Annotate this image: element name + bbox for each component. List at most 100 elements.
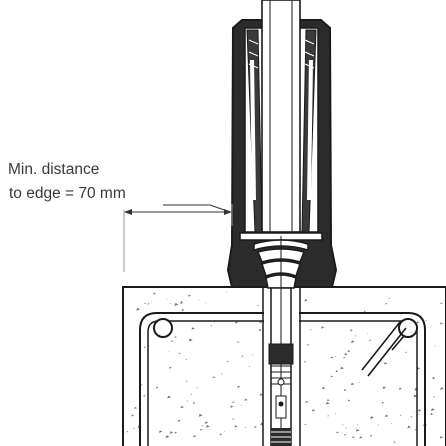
aggregate-speck	[385, 302, 388, 305]
aggregate-speck	[258, 328, 262, 332]
aggregate-speck	[382, 386, 387, 390]
aggregate-speck	[144, 302, 147, 305]
aggregate-speck	[205, 302, 207, 304]
aggregate-speck	[413, 412, 415, 413]
aggregate-speck	[355, 427, 357, 429]
aggregate-speck	[174, 336, 177, 338]
aggregate-speck	[416, 321, 420, 324]
aggregate-speck	[220, 373, 223, 375]
aggregate-speck	[336, 431, 339, 434]
aggregate-speck	[167, 395, 172, 399]
aggregate-speck	[219, 433, 223, 436]
aggregate-speck	[174, 302, 179, 306]
aggregate-speck	[235, 321, 239, 324]
aggregate-speck	[305, 400, 309, 403]
dimension-lines	[123, 204, 233, 272]
rebar-bar-right	[398, 318, 418, 338]
aggregate-speck	[383, 361, 388, 365]
aggregate-speck	[165, 435, 170, 439]
aggregate-speck	[134, 406, 138, 409]
aggregate-speck	[190, 393, 193, 395]
aggregate-speck	[192, 401, 196, 404]
aggregate-speck	[432, 376, 436, 380]
aggregate-speck	[310, 329, 312, 331]
aggregate-speck	[170, 340, 174, 342]
aggregate-speck	[326, 399, 330, 402]
aggregate-speck	[201, 425, 204, 427]
aggregate-speck	[168, 351, 170, 353]
aggregate-speck	[198, 299, 200, 301]
aggregate-speck	[418, 413, 420, 415]
aggregate-speck	[237, 341, 240, 343]
aggregate-speck	[198, 413, 203, 417]
aggregate-speck	[180, 300, 184, 304]
aggregate-speck	[180, 405, 185, 409]
aggregate-speck	[439, 436, 444, 439]
aggregate-speck	[330, 356, 334, 359]
aggregate-speck	[414, 429, 417, 431]
aggregate-speck	[169, 431, 174, 434]
aggregate-speck	[232, 401, 235, 403]
aggregate-speck	[440, 322, 444, 325]
aggregate-speck	[191, 327, 195, 330]
aggregate-speck	[433, 396, 436, 398]
aggregate-speck	[393, 441, 396, 443]
aggregate-speck	[244, 426, 247, 428]
aggregate-speck	[210, 324, 213, 327]
aggregate-speck	[143, 394, 146, 397]
aggregate-speck	[241, 405, 243, 406]
aggregate-speck	[345, 427, 348, 429]
aggregate-speck	[257, 304, 259, 307]
aggregate-speck	[363, 310, 366, 312]
aggregate-speck	[434, 345, 437, 347]
aggregate-speck	[325, 401, 330, 405]
aggregate-speck	[177, 419, 181, 422]
aggregate-speck	[335, 356, 337, 358]
aggregate-speck	[349, 329, 353, 332]
aggregate-speck	[260, 422, 264, 426]
aggregate-speck	[343, 356, 346, 359]
aggregate-speck	[321, 386, 326, 390]
aggregate-speck	[370, 434, 373, 437]
aggregate-speck	[413, 394, 418, 398]
aggregate-speck	[226, 291, 228, 293]
aggregate-speck	[335, 413, 337, 415]
aggregate-speck	[385, 414, 389, 418]
aggregate-speck	[405, 351, 408, 353]
aggregate-speck	[212, 376, 216, 379]
aggregate-speck	[367, 332, 369, 334]
aggregate-speck	[399, 414, 402, 416]
aggregate-speck	[350, 340, 355, 343]
aggregate-speck	[252, 354, 254, 356]
aggregate-speck	[340, 366, 345, 370]
aggregate-speck	[352, 436, 355, 439]
aggregate-speck	[202, 428, 204, 430]
aggregate-speck	[166, 298, 168, 300]
aggregate-speck	[168, 366, 172, 369]
aggregate-speck	[133, 427, 135, 430]
aggregate-speck	[377, 424, 380, 426]
aggregate-speck	[369, 339, 372, 342]
aggregate-speck	[347, 349, 351, 353]
aggregate-speck	[370, 416, 375, 419]
aggregate-speck	[344, 433, 347, 436]
aggregate-speck	[178, 352, 181, 355]
aggregate-speck	[304, 298, 308, 302]
aggregate-speck	[354, 335, 357, 337]
aggregate-speck	[126, 430, 129, 433]
aggregate-speck	[185, 380, 188, 382]
aggregate-speck	[342, 424, 344, 426]
aggregate-speck	[244, 398, 248, 401]
aggregate-speck	[193, 434, 197, 438]
aggregate-speck	[187, 294, 191, 297]
aggregate-speck	[304, 360, 307, 363]
stirrup-hook	[361, 321, 407, 377]
aggregate-speck	[335, 370, 339, 373]
aggregate-speck	[230, 405, 234, 408]
aggregate-speck	[430, 412, 434, 416]
aggregate-speck	[430, 408, 435, 412]
aggregate-speck	[410, 415, 413, 418]
aggregate-speck	[425, 320, 427, 322]
aggregate-speck	[181, 308, 185, 311]
